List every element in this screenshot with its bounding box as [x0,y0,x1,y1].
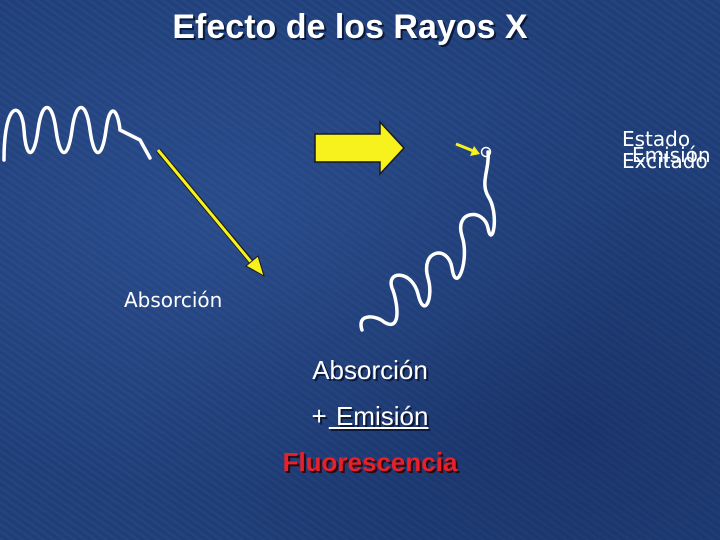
estado-excitado-label: Estado Excitado [622,128,708,172]
incoming-wave [2,106,152,162]
summary-fluorescencia: Fluorescencia [282,447,458,477]
emitted-wave [359,150,497,332]
estado-line-2: Excitado [622,149,708,173]
summary-block: Absorción + Emisión Fluorescencia [250,350,490,488]
electron-icon [480,146,492,158]
plus-sign: + [311,401,327,431]
summary-emision: Emisión [328,401,429,431]
summary-emision-line: + Emisión [250,396,490,442]
block-arrow [314,120,406,176]
emision-top-label: Emisión [632,143,711,167]
absorption-arrowhead [245,255,265,278]
slide-title: Efecto de los Rayos X [172,8,528,46]
absorcion-side-label: Absorción [124,288,223,312]
estado-line-1: Estado [622,127,691,151]
summary-absorcion: Absorción [312,355,428,385]
